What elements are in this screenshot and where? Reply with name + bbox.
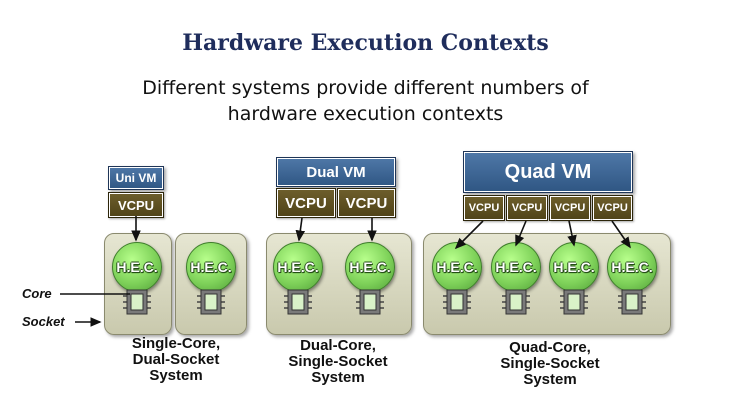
chip-icon [443,289,471,315]
hec-circle: H.E.C. [432,242,482,292]
caption-line: Single-Core, [131,335,221,352]
chip-icon [197,289,225,315]
arrow [567,220,577,247]
caption-line: Single-Socket [288,353,388,370]
caption-line: System [523,371,577,388]
dual-vm-box: Dual VM [276,157,396,187]
vcpu-box: VCPU [549,195,591,221]
vcpu-box: VCPU [337,188,396,218]
system-caption-single-core: Single-Core, Dual-Socket System [102,336,250,384]
system-caption-dual-core: Dual-Core, Single-Socket System [262,338,414,386]
caption-line: Dual-Socket [132,351,220,368]
page-title: Hardware Execution Contexts [182,30,549,56]
arrow [611,220,631,249]
hec-circle: H.E.C. [112,242,162,292]
caption-line: Dual-Core, [300,337,376,354]
core-label: Core [22,286,52,301]
subtitle-line-2: hardware execution contexts [227,103,504,125]
caption-line: Quad-Core, [509,339,591,356]
uni-vm-box: Uni VM [108,166,164,190]
chip-icon [123,289,151,315]
caption-line: System [311,369,365,386]
socket-label: Socket [22,314,65,329]
vcpu-box: VCPU [463,195,505,221]
vcpu-box: VCPU [108,192,164,218]
arrow [515,220,527,247]
caption-line: System [149,367,203,384]
quad-vm-box: Quad VM [463,151,633,193]
chip-icon [356,289,384,315]
hec-circle: H.E.C. [273,242,323,292]
arrow [295,217,306,242]
hec-circle: H.E.C. [345,242,395,292]
system-caption-quad-core: Quad-Core, Single-Socket System [470,340,630,388]
subtitle-line-1: Different systems provide different numb… [142,77,589,99]
caption-line: Single-Socket [500,355,600,372]
hec-circle: H.E.C. [549,242,599,292]
vcpu-box: VCPU [592,195,633,221]
vcpu-box: VCPU [276,188,336,218]
chip-icon [618,289,646,315]
chip-icon [284,289,312,315]
hec-circle: H.E.C. [186,242,236,292]
chip-icon [560,289,588,315]
chip-icon [502,289,530,315]
arrow [454,220,484,250]
vcpu-box: VCPU [506,195,548,221]
